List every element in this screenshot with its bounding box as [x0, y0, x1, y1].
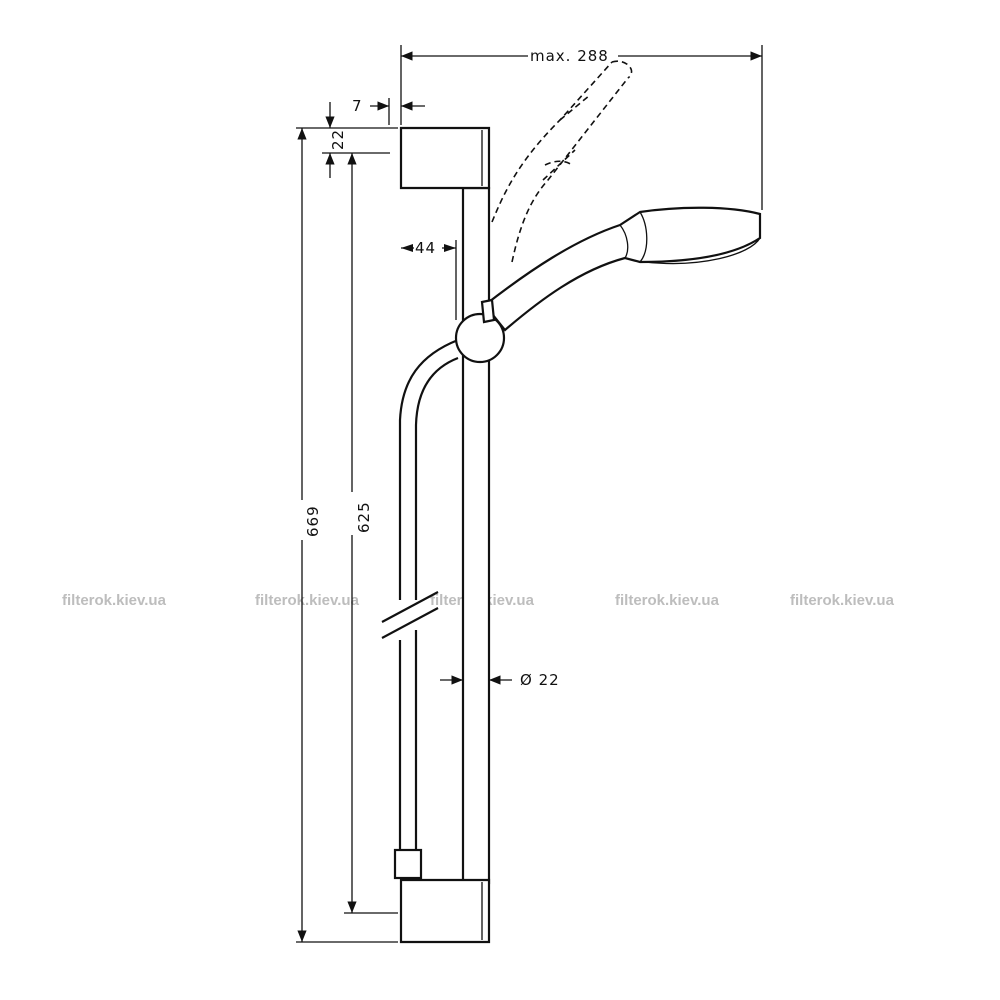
dimension-label: max. 288 — [530, 47, 609, 65]
watermark-text: filterok.kiev.ua — [62, 592, 167, 609]
break-mark — [381, 607, 439, 639]
bottom-wall-bracket — [399, 878, 491, 944]
dimension-label: 669 — [304, 505, 322, 537]
dimension-total-height: 669 — [296, 127, 398, 943]
dimension-label: 22 — [329, 129, 347, 150]
handset-alt-position — [491, 60, 633, 263]
dimension-label: 625 — [355, 501, 373, 533]
watermark-text: filterok.kiev.ua — [790, 592, 895, 609]
dimension-top-offset: 7 — [352, 97, 425, 125]
hand-shower — [454, 206, 762, 364]
break-mark — [381, 591, 439, 623]
dimension-max-width: max. 288 — [400, 45, 763, 210]
watermark-text: filterok.kiev.ua — [255, 592, 360, 609]
dimension-label: 7 — [352, 97, 363, 115]
dimension-label: 44 — [415, 239, 436, 257]
slide-bar — [461, 186, 491, 885]
dimension-bar-offset: 44 — [401, 239, 457, 320]
shower-hose — [381, 338, 459, 880]
dimension-bar-diameter: Ø 22 — [440, 671, 560, 689]
slider-holder — [454, 312, 506, 364]
dimension-bar-length: 625 — [344, 153, 398, 914]
watermark-text: filterok.kiev.ua — [615, 592, 720, 609]
watermark-row: filterok.kiev.ua filterok.kiev.ua filter… — [62, 592, 895, 609]
hose-nut — [393, 848, 423, 880]
dimension-bracket-height: 22 — [296, 102, 398, 178]
dimension-label: Ø 22 — [520, 671, 560, 689]
top-wall-bracket — [399, 126, 491, 190]
